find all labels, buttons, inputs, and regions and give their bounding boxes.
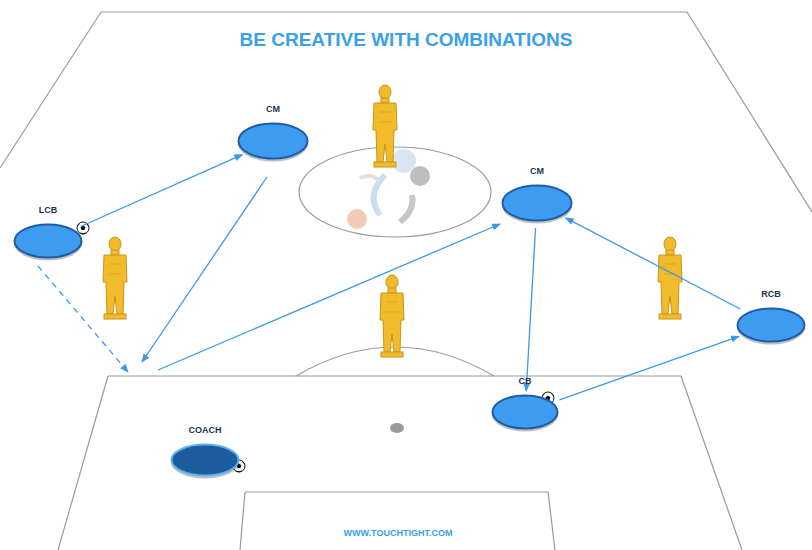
player-label: RCB bbox=[761, 289, 781, 299]
player-disc: CM bbox=[237, 122, 309, 160]
disc-outline bbox=[736, 307, 806, 343]
player-label: LCB bbox=[39, 205, 58, 215]
watermark: WWW.TOUCHTIGHT.COM bbox=[344, 528, 453, 538]
disc-outline bbox=[13, 223, 83, 259]
player-disc: LCB bbox=[13, 223, 83, 259]
mannequin bbox=[658, 237, 682, 319]
player-label: COACH bbox=[189, 425, 222, 435]
player-disc: CM bbox=[501, 184, 573, 222]
pass-arrow bbox=[559, 336, 739, 399]
mannequin bbox=[103, 237, 127, 319]
mannequin bbox=[380, 275, 404, 357]
pitch-lines bbox=[0, 12, 812, 550]
movement-arrows bbox=[38, 177, 500, 372]
pass-arrow bbox=[566, 218, 741, 309]
disc-outline bbox=[501, 184, 573, 222]
disc-outline bbox=[237, 122, 309, 160]
disc-outline bbox=[491, 394, 559, 430]
player-label: CM bbox=[266, 104, 280, 114]
penalty-spot bbox=[390, 423, 404, 433]
player-label: CM bbox=[530, 166, 544, 176]
player-disc: RCB bbox=[736, 307, 806, 343]
player-label: CB bbox=[519, 376, 532, 386]
disc-outline bbox=[170, 443, 240, 477]
mannequin bbox=[373, 85, 397, 167]
diagram-title: BE CREATIVE WITH COMBINATIONS bbox=[0, 29, 812, 51]
coach-disc: COACH bbox=[170, 443, 240, 477]
pass-arrow bbox=[526, 228, 535, 391]
pass-arrow bbox=[81, 155, 243, 227]
player-disc: CB bbox=[491, 394, 559, 430]
